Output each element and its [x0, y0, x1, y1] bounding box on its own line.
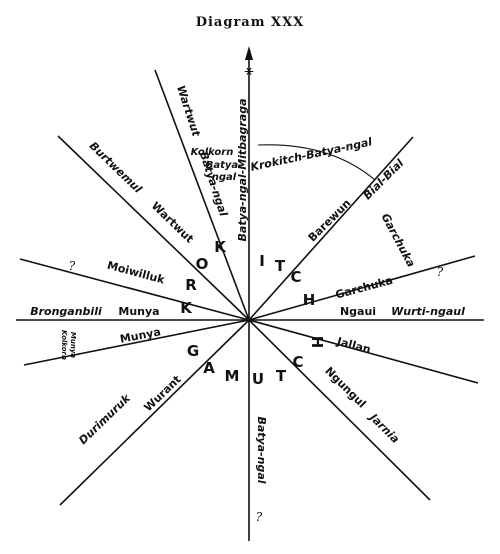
label-wurti-ngaul: Wurti-ngaul — [391, 305, 465, 318]
gamutch-letter-3: M — [225, 367, 240, 385]
label-burtwemul: Burtwemul — [87, 139, 145, 195]
label-munya-upper: Munya — [118, 305, 159, 318]
gamutch-letter-6: C — [292, 353, 303, 371]
krokitch-letter-2: R — [185, 276, 197, 294]
krokitch-letter-8: H — [303, 291, 316, 309]
label-batya-ngal-bottom: Batya-ngal — [255, 416, 268, 483]
label-bronganbili: Bronganbili — [30, 305, 102, 318]
krokitch-letter-4: K — [214, 238, 227, 256]
krokitch-letter-3: O — [196, 255, 209, 273]
label-wurant: Wurant — [142, 373, 184, 414]
krokitch-arc — [257, 144, 376, 181]
label-ngal: ngal — [212, 172, 237, 183]
spoke-north-north-west — [154, 69, 250, 321]
label-wartwut-mid: Wartwut — [149, 199, 196, 245]
moiety-krokitch-letters: K R O K I T C H — [180, 238, 315, 317]
label-moiwilluk: Moiwilluk — [106, 259, 167, 287]
spoke-west-north-west — [19, 258, 250, 321]
question-mark-west: ? — [69, 259, 76, 273]
label-ngungul: Ngungul — [322, 364, 368, 410]
krokitch-letter-5: I — [259, 252, 265, 270]
label-kolkorn: Kolkorn — [191, 147, 234, 158]
spoke-north-west — [57, 135, 250, 321]
label-jallan: Jallan — [335, 335, 372, 357]
label-garchuka-upper: Garchuka — [379, 211, 418, 269]
gamutch-letter-2: A — [203, 359, 215, 377]
spoke-east-north-east — [248, 255, 476, 321]
spoke-south-east — [248, 319, 431, 501]
star-icon: ⚹ — [244, 61, 253, 79]
gamutch-letter-7: H — [308, 336, 326, 349]
north-arrowhead — [245, 46, 253, 60]
spoke-west-south-west — [23, 319, 250, 366]
gamutch-letter-4: U — [252, 370, 264, 388]
question-mark-south: ? — [256, 510, 263, 524]
moiety-gamutch-letters: G A M U T C H — [187, 336, 326, 388]
spoke-south-west — [59, 319, 250, 506]
spokes — [16, 52, 484, 541]
centre-hub — [246, 317, 252, 323]
krokitch-letter-6: T — [275, 257, 286, 275]
label-krokitch-batya-ngal: Krokitch-Batya-ngal — [249, 135, 373, 174]
label-munya-lower: Munya — [119, 325, 162, 346]
spoke-east-south-east — [248, 319, 479, 384]
label-munya-small: Munya — [69, 332, 77, 358]
label-ngaui: Ngaui — [340, 305, 376, 318]
label-bial-bial: Bial-Bial — [361, 157, 407, 203]
spoke-north-east — [248, 136, 414, 321]
label-batya-ngal-mitbagraga: Batya-ngal-Mitbagraga — [236, 99, 249, 242]
label-kolkorn-small: Kolkorn — [60, 330, 68, 360]
krokitch-letter-1: K — [180, 299, 193, 317]
gamutch-letter-5: T — [276, 367, 287, 385]
krokitch-letter-7: C — [290, 268, 301, 286]
label-durimuruk: Durimuruk — [76, 391, 133, 447]
label-barewun: Barewun — [306, 197, 354, 245]
diagram-title: Diagram XXX — [196, 15, 305, 30]
question-mark-east: ? — [437, 265, 444, 279]
gamutch-letter-1: G — [187, 342, 199, 360]
label-garchuka-mid: Garchuka — [334, 274, 394, 302]
label-batya: Batya- — [206, 160, 243, 171]
